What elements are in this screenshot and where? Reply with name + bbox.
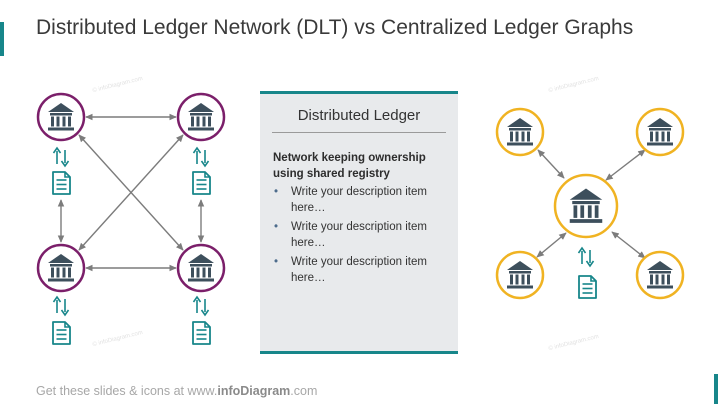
bullet-item: • Write your description item here… [273, 254, 451, 286]
centralized-node [635, 250, 685, 300]
panel-divider [272, 132, 446, 133]
corner-accent-bar [714, 374, 718, 404]
footer-credit: Get these slides & icons at www.infoDiag… [36, 384, 317, 398]
document-icon [192, 171, 211, 195]
document-icon [52, 171, 71, 195]
bullet-item: • Write your description item here… [273, 184, 451, 216]
link-top-left [537, 149, 565, 179]
bullet-text: Write your description item here… [291, 221, 427, 249]
sync-arrows-icon [52, 296, 70, 316]
document-icon [52, 321, 71, 345]
document-icon [578, 275, 597, 299]
title-accent-bar [0, 22, 4, 56]
sync-arrows-icon [52, 147, 70, 167]
footer-brand: infoDiagram [217, 384, 291, 398]
centralized-node [495, 250, 545, 300]
bullet-dot-icon: • [274, 256, 279, 268]
panel-title: Distributed Ledger [297, 107, 421, 124]
document-icon [192, 321, 211, 345]
bullet-list: • Write your description item here… • Writ… [273, 184, 451, 289]
footer-prefix: Get these slides & icons at www. [36, 384, 218, 398]
sync-arrows-icon [192, 296, 210, 316]
centralized-links [536, 149, 646, 259]
bullet-text: Write your description item here… [291, 256, 427, 284]
link-diagonal-b [78, 134, 184, 251]
footer-suffix: .com [290, 384, 318, 398]
link-bottom-right [611, 231, 646, 259]
panel-subheading: Network keeping ownership using shared r… [273, 152, 426, 180]
bullet-dot-icon: • [274, 221, 279, 233]
distributed-node [176, 243, 226, 293]
centralized-node [495, 107, 545, 157]
sync-arrows-icon [192, 147, 210, 167]
slide-title: Distributed Ledger Network (DLT) vs Cent… [36, 16, 634, 39]
link-bottom-left [536, 232, 567, 258]
bullet-item: • Write your description item here… [273, 219, 451, 251]
distributed-node [36, 243, 86, 293]
distributed-links [57, 113, 205, 272]
centralized-node [635, 107, 685, 157]
distributed-node [36, 92, 86, 142]
distributed-ledger-panel: Distributed Ledger Network keeping owner… [260, 91, 458, 354]
central-hub-node [553, 173, 619, 239]
link-top-right [605, 149, 646, 181]
bullet-dot-icon: • [274, 186, 279, 198]
sync-arrows-icon [577, 247, 595, 267]
distributed-node [176, 92, 226, 142]
bullet-text: Write your description item here… [291, 186, 427, 214]
